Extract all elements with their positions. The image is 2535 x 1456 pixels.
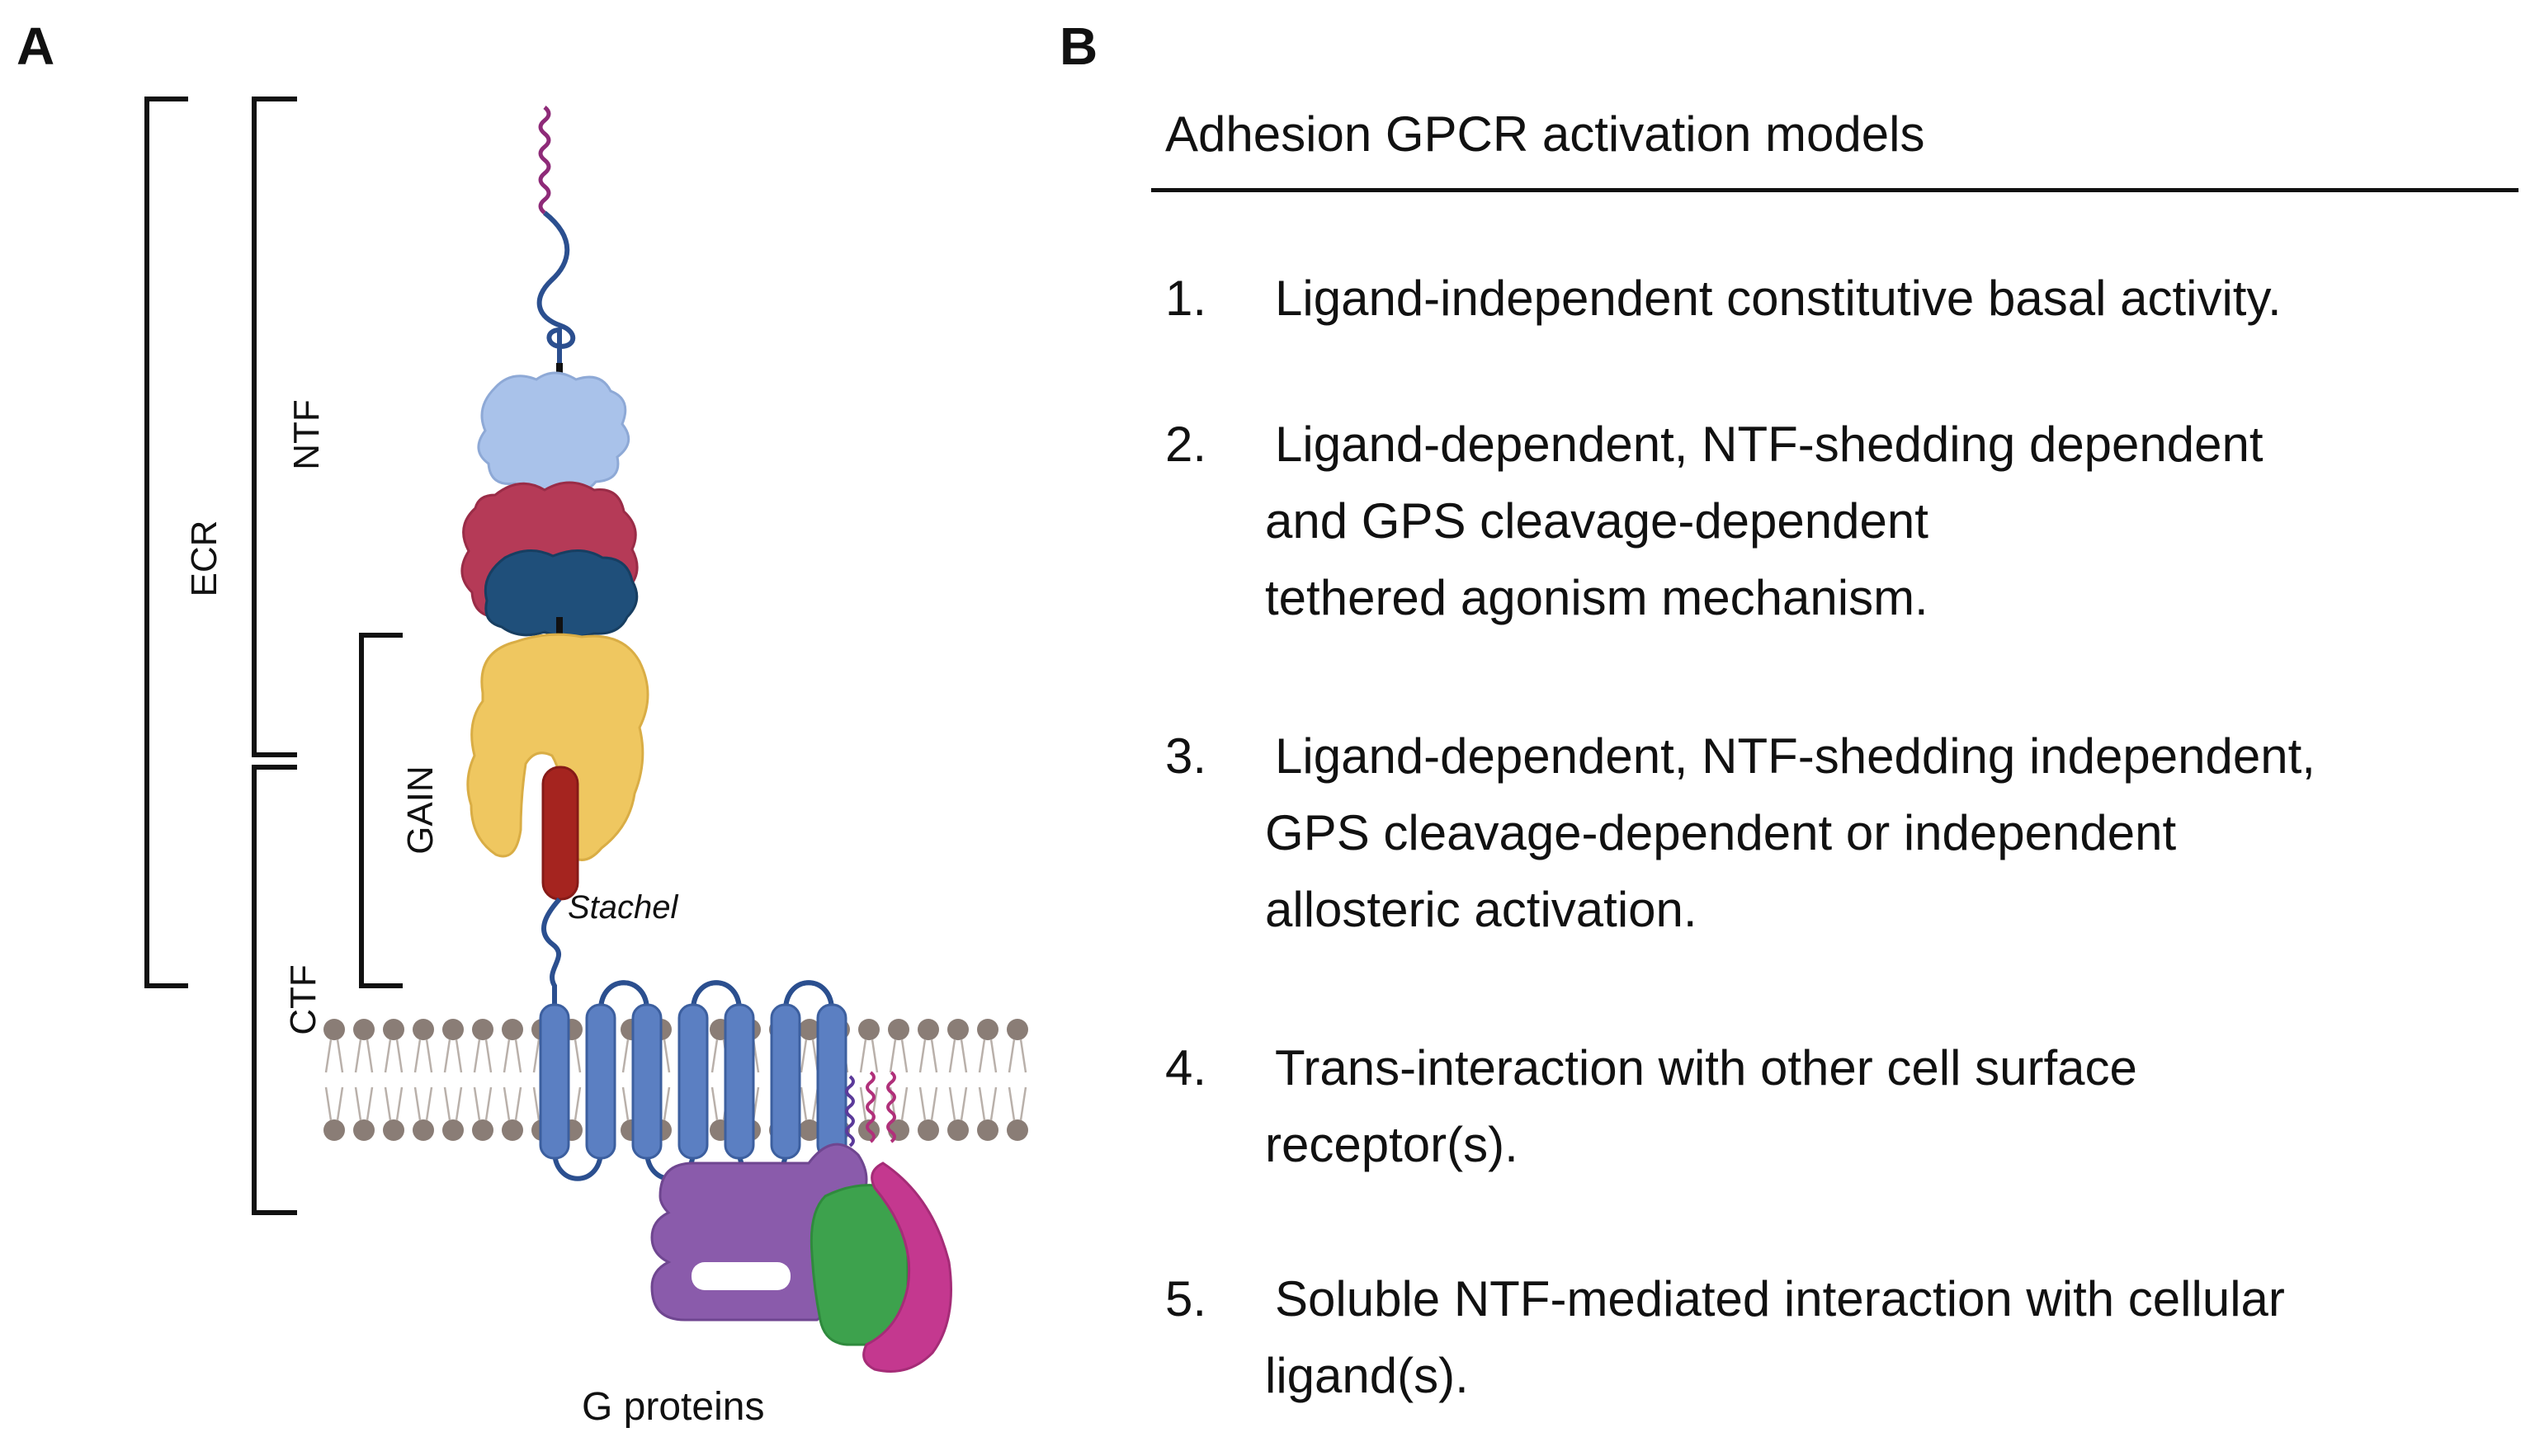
model-text-line: Trans-interaction with other cell surfac… <box>1275 1040 2137 1096</box>
lipid-head-inner <box>918 1119 939 1141</box>
model-number: 2. <box>1165 417 1207 472</box>
lipid-head-inner <box>413 1119 434 1141</box>
tm-helix-2 <box>585 1003 616 1160</box>
panel-b-letter: B <box>1060 16 1098 76</box>
bracket-ntf <box>252 97 297 757</box>
lipid-head-inner <box>1007 1119 1028 1141</box>
lipid-head-outer <box>858 1019 880 1040</box>
lipid-head-inner <box>442 1119 464 1141</box>
model-number: 3. <box>1165 728 1207 784</box>
lipid-head-inner <box>353 1119 375 1141</box>
bracket-gain <box>359 633 403 988</box>
label-gain: GAIN <box>400 766 441 855</box>
ic-tail-3 <box>886 1071 896 1143</box>
tm-helix-5 <box>724 1003 755 1160</box>
lipid-head-outer <box>1007 1019 1028 1040</box>
bracket-ecr <box>144 97 188 988</box>
lipid-head-inner <box>947 1119 969 1141</box>
lipid-head-outer <box>413 1019 434 1040</box>
g-protein-complex <box>650 1143 952 1373</box>
lipid-head-inner <box>502 1119 523 1141</box>
lipid-head-outer <box>947 1019 969 1040</box>
model-number: 5. <box>1165 1271 1207 1326</box>
model-text-line: Ligand-independent constitutive basal ac… <box>1275 271 2282 326</box>
lipid-head-inner <box>472 1119 493 1141</box>
extracellular-loop <box>691 980 742 1011</box>
panel-b-title: Adhesion GPCR activation models <box>1165 106 1925 162</box>
tm-helix-3 <box>631 1003 663 1160</box>
model-number: 1. <box>1165 271 1207 326</box>
domain-navy <box>484 549 639 638</box>
lipid-head-outer <box>502 1019 523 1040</box>
lipid-head-inner <box>799 1119 820 1141</box>
lipid-tails <box>384 1039 404 1121</box>
tm-helix-7 <box>816 1003 847 1160</box>
n-terminal-tail-blue <box>536 210 576 363</box>
n-terminal-tail-magenta <box>538 106 551 214</box>
model-text-line: GPS cleavage-dependent or independent <box>1265 805 2177 860</box>
model-text-line: tethered agonism mechanism. <box>1265 570 1928 625</box>
lipid-head-outer <box>918 1019 939 1040</box>
bracket-ctf <box>252 765 297 1215</box>
lipid-head-inner <box>977 1119 998 1141</box>
lipid-tails <box>918 1039 938 1121</box>
lipid-head-inner <box>323 1119 345 1141</box>
lipid-tails <box>413 1039 433 1121</box>
model-text-line: ligand(s). <box>1265 1348 1469 1403</box>
lipid-head-outer <box>799 1019 820 1040</box>
lipid-head-outer <box>888 1019 909 1040</box>
extracellular-loop <box>783 980 834 1011</box>
tm-helix-1 <box>539 1003 570 1160</box>
g-gamma-subunit <box>862 1162 952 1373</box>
seven-tm-domain <box>539 980 861 1181</box>
model-text-line: and GPS cleavage-dependent <box>1265 493 1928 549</box>
model-text-line: receptor(s). <box>1265 1117 1518 1172</box>
tm-helix-4 <box>677 1003 709 1160</box>
domain-light-blue <box>477 371 630 495</box>
tm-helix-6 <box>770 1003 801 1160</box>
stachel-linker <box>541 897 562 1011</box>
label-ctf: CTF <box>283 964 323 1035</box>
label-stachel: Stachel <box>568 889 678 926</box>
stachel-peptide <box>541 766 579 901</box>
g-alpha-inner-gap <box>692 1262 791 1290</box>
title-divider <box>1151 188 2518 192</box>
model-text-line: Ligand-dependent, NTF-shedding dependent <box>1275 417 2264 472</box>
model-text-line: Soluble NTF-mediated interaction with ce… <box>1275 1271 2285 1326</box>
lipid-tails <box>948 1039 968 1121</box>
extracellular-loop <box>598 980 649 1011</box>
intracellular-loop <box>552 1150 603 1181</box>
lipid-tails <box>443 1039 463 1121</box>
lipid-tails <box>978 1039 998 1121</box>
model-number: 4. <box>1165 1040 1207 1096</box>
cell-membrane <box>323 1019 1028 1141</box>
lipid-head-inner <box>383 1119 404 1141</box>
lipid-tails <box>324 1039 344 1121</box>
lipid-tails <box>889 1039 909 1121</box>
lipid-head-outer <box>977 1019 998 1040</box>
label-ntf: NTF <box>286 399 327 470</box>
model-text-line: Ligand-dependent, NTF-shedding independe… <box>1275 728 2315 784</box>
ic-tail-2 <box>866 1071 876 1143</box>
adhesion-gpcr-diagram <box>144 97 1028 1373</box>
lipid-tails <box>503 1039 522 1121</box>
lipid-head-outer <box>472 1019 493 1040</box>
lipid-head-outer <box>353 1019 375 1040</box>
ic-tail-1 <box>845 1075 855 1147</box>
lipid-tails <box>800 1039 819 1121</box>
lipid-head-outer <box>383 1019 404 1040</box>
lipid-head-outer <box>442 1019 464 1040</box>
model-text-line: allosteric activation. <box>1265 882 1697 937</box>
lipid-head-outer <box>323 1019 345 1040</box>
lipid-tails <box>859 1039 879 1121</box>
panel-a-letter: A <box>17 16 55 76</box>
label-g-proteins: G proteins <box>582 1385 765 1429</box>
lipid-tails <box>354 1039 374 1121</box>
lipid-tails <box>473 1039 493 1121</box>
label-ecr: ECR <box>184 520 224 597</box>
lipid-tails <box>1008 1039 1027 1121</box>
